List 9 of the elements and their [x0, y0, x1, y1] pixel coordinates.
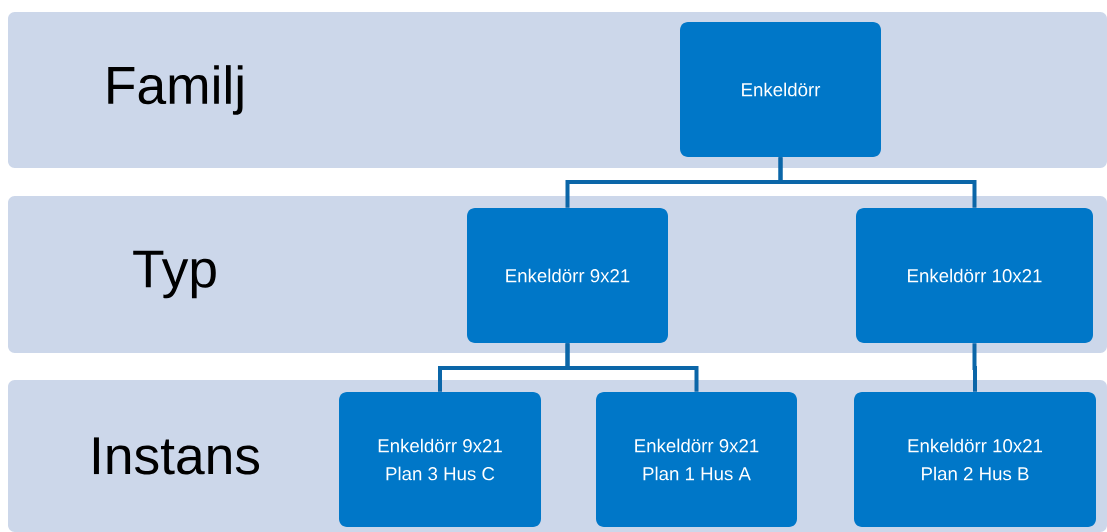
process-box: Enkeldörr 10x21 Plan 2 Hus B [854, 392, 1096, 527]
connector [565, 343, 699, 392]
process-box: Enkeldörr 9x21 Plan 3 Hus C [339, 392, 541, 527]
process-box: Enkeldörr 9x21 Plan 1 Hus A [596, 392, 797, 527]
process-box: Enkeldörr 9x21 [467, 208, 668, 343]
process-box: Enkeldörr [680, 22, 881, 157]
connector [972, 343, 977, 392]
connector [778, 157, 977, 208]
process-box: Enkeldörr 10x21 [856, 208, 1093, 343]
